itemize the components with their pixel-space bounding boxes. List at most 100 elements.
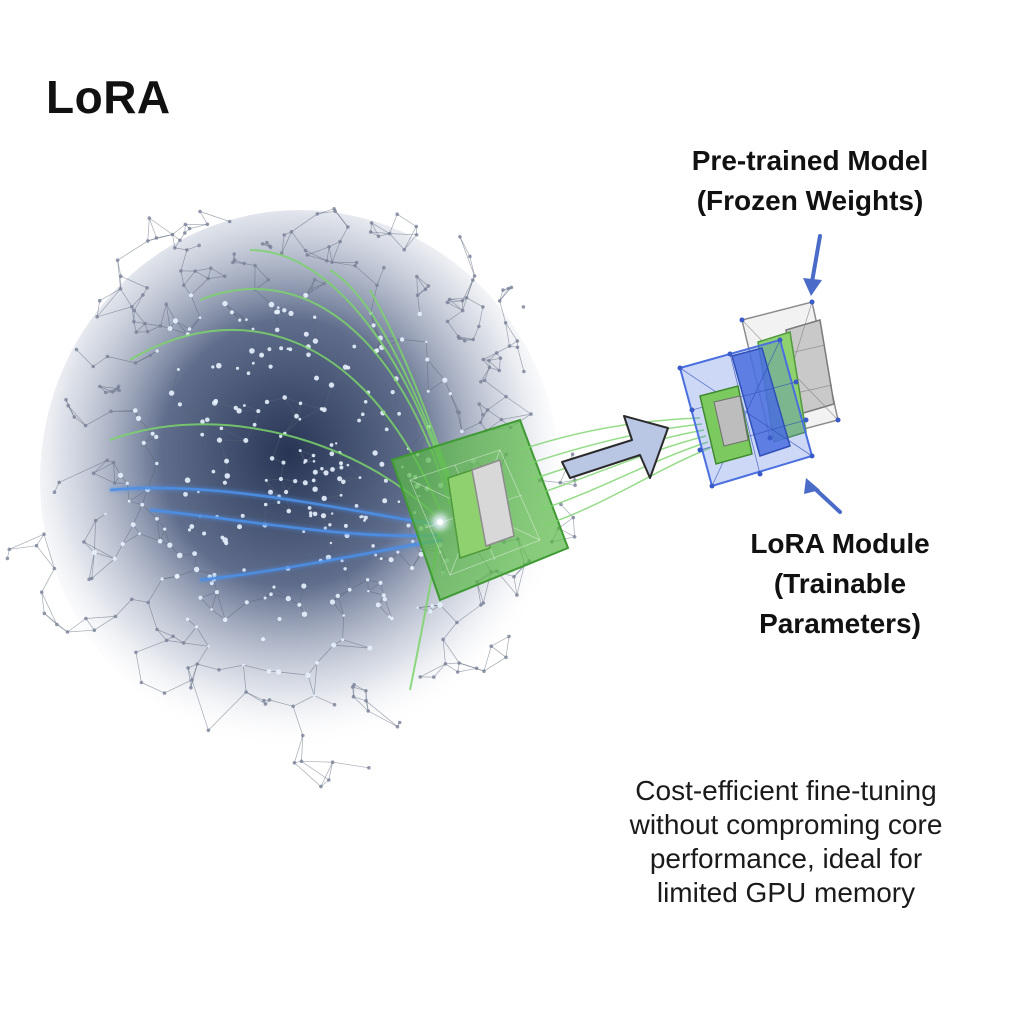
network-node <box>5 556 10 561</box>
network-node <box>157 538 163 544</box>
network-edge <box>307 254 327 262</box>
network-node <box>277 617 282 621</box>
network-edge <box>313 662 318 696</box>
network-node <box>515 593 519 597</box>
network-edge <box>197 646 209 665</box>
network-edge <box>469 256 475 277</box>
network-node <box>130 305 134 309</box>
network-edge <box>133 294 144 311</box>
network-edge <box>301 761 329 781</box>
network-node <box>288 310 294 316</box>
network-node <box>279 434 283 438</box>
network-node <box>274 310 279 315</box>
network-edge <box>449 297 467 300</box>
network-node <box>267 347 272 352</box>
network-node <box>382 597 387 602</box>
network-edge <box>478 306 484 327</box>
network-node <box>571 515 576 520</box>
network-edge <box>402 339 427 343</box>
network-edge <box>83 520 97 543</box>
network-node <box>42 532 46 536</box>
network-node <box>311 478 316 483</box>
network-node <box>266 669 272 674</box>
network-node <box>133 408 138 413</box>
network-node <box>522 369 526 374</box>
network-node <box>264 399 270 405</box>
network-edge <box>254 265 269 280</box>
network-edge <box>513 576 518 596</box>
network-edge <box>445 662 460 665</box>
network-edge <box>156 629 167 641</box>
network-node <box>303 248 308 253</box>
network-edge <box>280 462 284 480</box>
network-edge <box>326 246 330 261</box>
network-node <box>189 524 195 529</box>
network-node <box>130 597 134 602</box>
network-node <box>329 599 336 605</box>
network-edge <box>147 602 158 630</box>
network-edge <box>239 524 265 528</box>
network-node <box>342 614 346 617</box>
network-node <box>363 515 368 520</box>
network-node <box>515 339 520 343</box>
network-edge <box>505 396 532 415</box>
network-node <box>115 258 120 263</box>
network-edge <box>196 569 215 576</box>
network-node <box>339 465 344 470</box>
network-node <box>200 419 205 425</box>
network-edge <box>362 401 367 415</box>
network-node <box>224 458 230 464</box>
network-edge <box>332 589 350 603</box>
network-edge <box>67 405 86 426</box>
network-edge <box>266 478 281 481</box>
network-node <box>335 593 340 599</box>
network-edge <box>328 762 333 781</box>
network-edge <box>265 502 279 505</box>
network-node <box>498 356 503 361</box>
network-node <box>397 720 402 725</box>
network-edge <box>342 615 345 640</box>
network-node <box>187 226 192 231</box>
network-node <box>183 222 188 227</box>
network-node <box>314 375 319 381</box>
network-edge <box>316 377 332 386</box>
network-edge <box>165 304 176 322</box>
network-edge <box>572 517 575 537</box>
network-node <box>263 596 267 600</box>
network-node <box>315 661 319 665</box>
network-node <box>183 491 188 497</box>
network-edge <box>292 706 304 736</box>
network-node <box>244 690 248 694</box>
network-edge <box>187 667 193 680</box>
network-node <box>272 585 276 589</box>
network-node <box>489 644 494 648</box>
network-node <box>312 694 316 697</box>
network-edge <box>36 545 55 569</box>
network-edge <box>433 663 446 678</box>
network-edge <box>269 699 294 707</box>
network-node <box>91 471 96 476</box>
network-node <box>232 252 236 256</box>
network-node <box>229 310 234 315</box>
frozen-model-label-line: (Frozen Weights) <box>696 185 924 216</box>
network-node <box>320 467 324 471</box>
network-node <box>109 409 113 414</box>
network-node <box>184 477 191 484</box>
network-node <box>282 395 288 400</box>
network-edge <box>280 478 296 482</box>
network-node <box>170 232 175 237</box>
network-edge <box>501 413 532 420</box>
frozen-model-label: Pre-trained Model (Frozen Weights) <box>640 141 980 221</box>
network-edge <box>442 622 458 640</box>
network-edge <box>332 761 369 769</box>
module-mesh <box>679 339 813 487</box>
network-node <box>425 340 428 344</box>
network-edge <box>160 304 167 327</box>
network-edge <box>231 311 247 320</box>
network-node <box>460 429 464 434</box>
network-node <box>361 412 365 417</box>
network-edge <box>239 319 254 330</box>
network-edge <box>353 696 369 712</box>
network-node <box>285 595 291 602</box>
network-edge <box>92 356 108 367</box>
